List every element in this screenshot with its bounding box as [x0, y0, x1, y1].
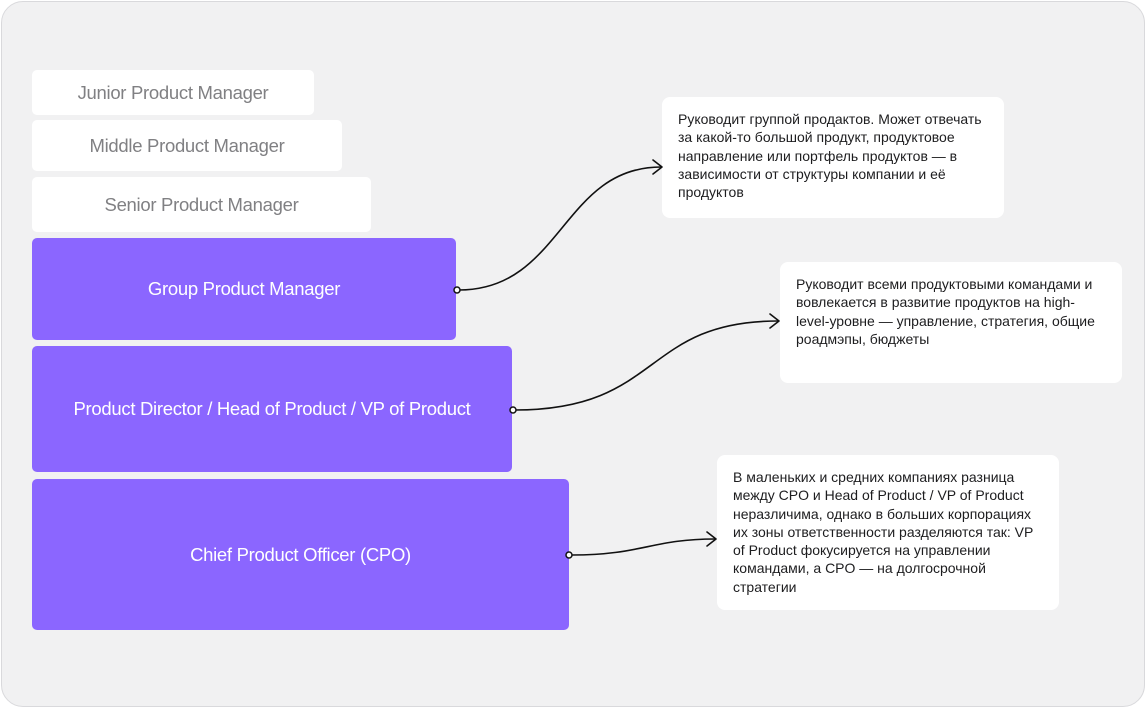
level-group-pm: Group Product Manager [32, 238, 456, 340]
note-cpo: В маленьких и средних компаниях разница … [717, 455, 1059, 610]
connector-group-pm [458, 166, 662, 291]
level-label: Middle Product Manager [89, 134, 285, 156]
arrowhead-group-pm-icon [652, 159, 663, 175]
note-text: Руководит группой продактов. Может отвеч… [678, 111, 982, 201]
arrowhead-product-director-icon [769, 313, 780, 329]
note-group-pm: Руководит группой продактов. Может отвеч… [662, 97, 1004, 218]
arrowhead-cpo-icon [706, 531, 717, 547]
level-label: Junior Product Manager [77, 81, 269, 103]
level-label: Senior Product Manager [104, 193, 299, 215]
level-senior-pm: Senior Product Manager [32, 177, 371, 232]
level-middle-pm: Middle Product Manager [32, 120, 342, 171]
note-text: Руководит всеми продуктовыми командами и… [796, 276, 1095, 347]
connector-product-director [514, 320, 779, 411]
level-junior-pm: Junior Product Manager [32, 70, 314, 115]
connector-cpo [571, 538, 716, 556]
level-label: Group Product Manager [147, 278, 341, 299]
note-product-director: Руководит всеми продуктовыми командами и… [780, 262, 1122, 383]
level-label: Product Director / Head of Product / VP … [73, 398, 471, 419]
level-cpo: Chief Product Officer (CPO) [32, 479, 569, 630]
level-label: Chief Product Officer (CPO) [190, 543, 411, 565]
note-text: В маленьких и средних компаниях разница … [733, 469, 1034, 595]
level-product-director: Product Director / Head of Product / VP … [32, 346, 512, 472]
